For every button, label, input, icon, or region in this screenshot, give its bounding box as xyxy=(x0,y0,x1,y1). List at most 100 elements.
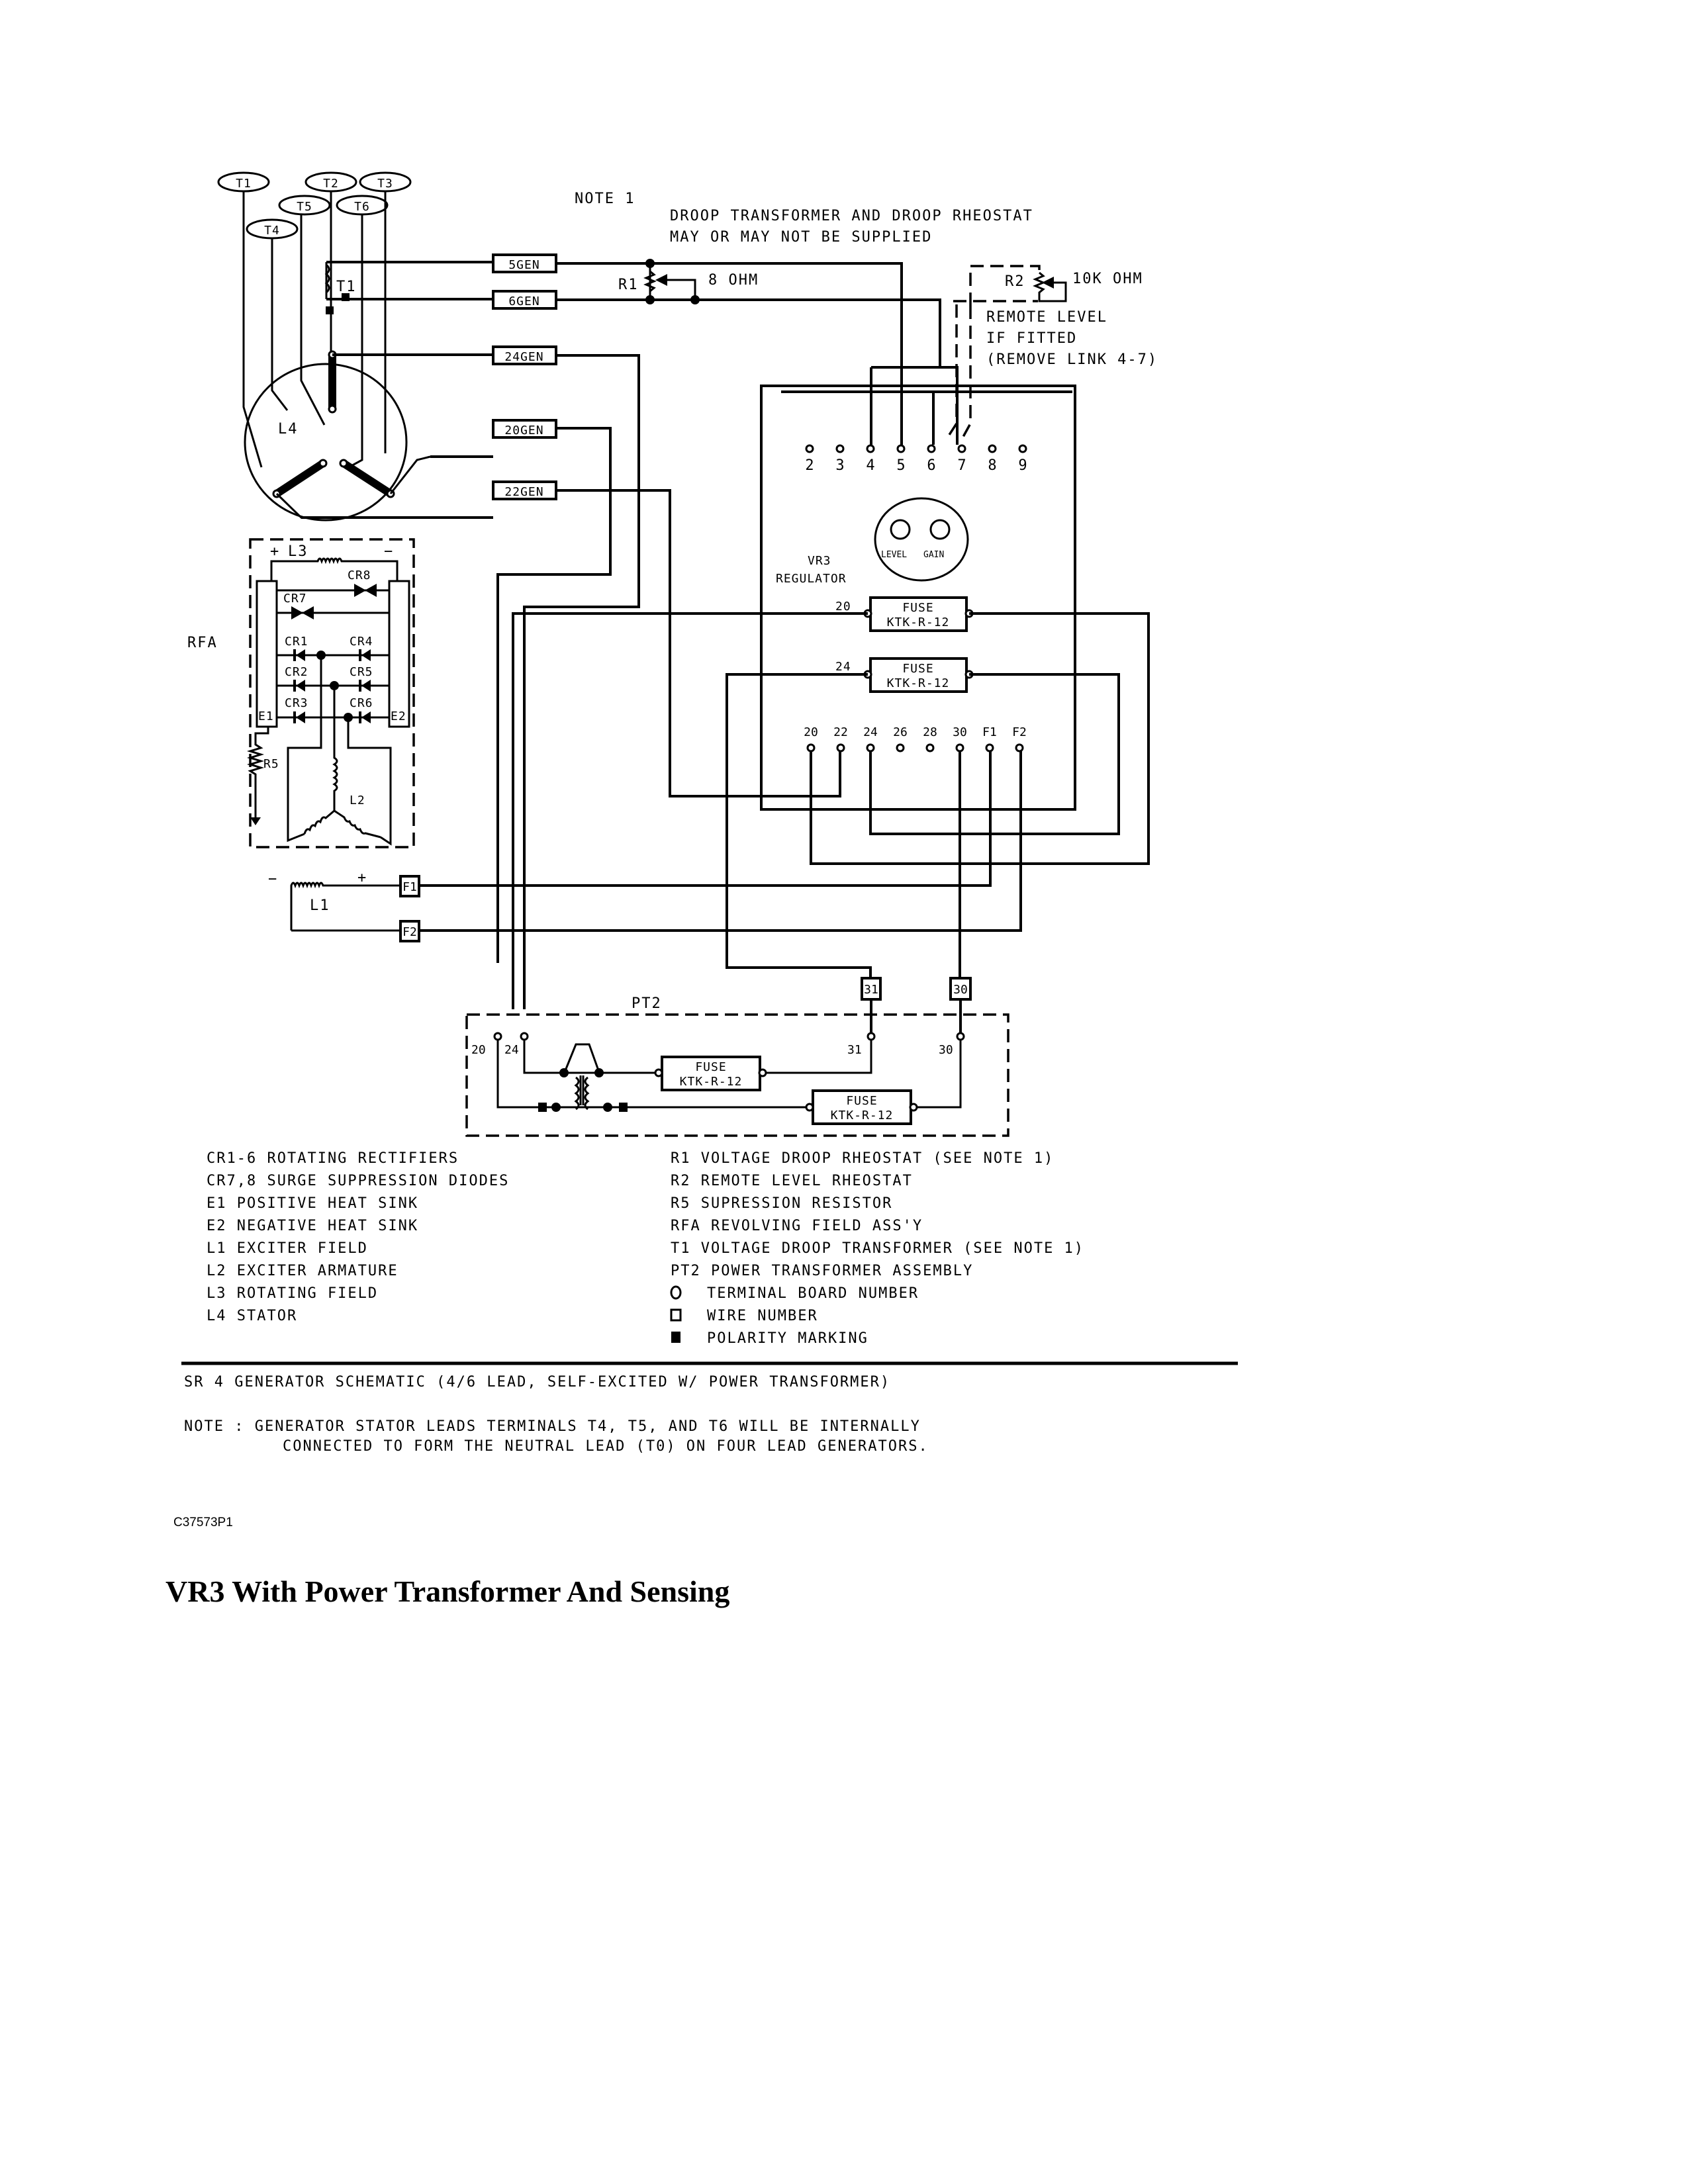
vr3-name-line2: REGULATOR xyxy=(776,572,847,586)
legend-left-item: CR7,8 SURGE SUPPRESSION DIODES xyxy=(207,1173,509,1189)
r2-note-line2: IF FITTED xyxy=(986,330,1077,347)
pt2-label-30: 30 xyxy=(939,1043,953,1057)
legend-left-item: CR1-6 ROTATING RECTIFIERS xyxy=(207,1150,459,1167)
r1-value: 8 OHM xyxy=(708,272,759,289)
pt2-label: PT2 xyxy=(632,995,662,1012)
fuse-label: FUSE xyxy=(902,662,933,676)
legend-right-item: TERMINAL BOARD NUMBER xyxy=(707,1285,919,1302)
lead-t2-label: T2 xyxy=(323,177,339,191)
wire-f1: F1 xyxy=(399,875,420,897)
l3-label: L3 xyxy=(288,543,308,560)
rfa-dashed-box xyxy=(249,538,415,848)
pt2-label-31: 31 xyxy=(847,1043,862,1057)
wire-6gen-label: 6GEN xyxy=(508,295,539,308)
vr3-terminal-22 xyxy=(836,743,845,752)
legend-right-item: PT2 POWER TRANSFORMER ASSEMBLY xyxy=(671,1263,973,1279)
vr3-box xyxy=(760,385,1076,811)
vr3-terminal-28 xyxy=(925,743,935,752)
terminal-circle-icon xyxy=(670,1285,682,1300)
legend-right-item: T1 VOLTAGE DROOP TRANSFORMER (SEE NOTE 1… xyxy=(671,1240,1084,1257)
page-title: VR3 With Power Transformer And Sensing xyxy=(165,1574,730,1608)
wire-31-label: 31 xyxy=(864,983,878,997)
vr3-name-line1: VR3 xyxy=(808,554,831,568)
wire-22gen: 22GEN xyxy=(492,480,557,500)
vr3-terminal-7 xyxy=(957,444,966,453)
rfa-label: RFA xyxy=(187,635,218,651)
vr3-terminal-30 xyxy=(955,743,964,752)
lead-t6-label: T6 xyxy=(354,200,370,214)
pt2-terminal-31 xyxy=(867,1032,876,1041)
vr3-terminal-24 xyxy=(866,743,875,752)
wire-6gen: 6GEN xyxy=(492,290,557,310)
pt2-terminal-24 xyxy=(520,1032,529,1041)
stator-label: L4 xyxy=(278,421,299,437)
wire-24gen-label: 24GEN xyxy=(504,350,543,364)
r5-label: R5 xyxy=(263,757,279,771)
level-gain-pot xyxy=(874,497,969,582)
legend-right-item: POLARITY MARKING xyxy=(707,1330,868,1347)
t1-label: T1 xyxy=(336,279,357,295)
level-pot-knob[interactable] xyxy=(890,519,911,540)
legend-left-item: L2 EXCITER ARMATURE xyxy=(207,1263,399,1279)
vr3-terminal-f2 xyxy=(1015,743,1024,752)
wire-20gen: 20GEN xyxy=(492,419,557,439)
wire-5gen-label: 5GEN xyxy=(508,258,539,272)
legend-right-item: R5 SUPRESSION RESISTOR xyxy=(671,1195,892,1212)
vr3-terminal-label: 26 xyxy=(893,725,908,739)
pt2-label-24: 24 xyxy=(504,1043,519,1057)
wire-30: 30 xyxy=(949,977,972,1001)
vr3-terminal-f1 xyxy=(985,743,994,752)
vr3-terminal-6 xyxy=(927,444,936,453)
vr3-terminal-label: 2 xyxy=(805,457,814,474)
r1-label: R1 xyxy=(618,277,639,293)
vr3-terminal-label: 28 xyxy=(923,725,937,739)
pot-gain-label: GAIN xyxy=(923,550,944,560)
wire-5gen: 5GEN xyxy=(492,253,557,273)
r2-label: R2 xyxy=(1005,273,1025,290)
vr3-terminal-8 xyxy=(988,444,997,453)
vr3-terminal-label: 9 xyxy=(1018,457,1027,474)
vr3-terminal-label: 4 xyxy=(866,457,874,474)
fuse-rating: KTK-R-12 xyxy=(887,676,950,690)
wire-22gen-label: 22GEN xyxy=(504,485,543,499)
vr3-fuse-20: FUSE KTK-R-12 20 xyxy=(835,596,974,632)
cr2-label: CR2 xyxy=(285,665,308,679)
vr3-terminal-label: 7 xyxy=(957,457,966,474)
lead-t1-label: T1 xyxy=(236,177,252,191)
vr3-fuse-24: FUSE KTK-R-12 24 xyxy=(835,657,974,693)
vr3-terminal-label: F2 xyxy=(1012,725,1027,739)
r2-value: 10K OHM xyxy=(1072,271,1143,287)
wire-number-square-icon xyxy=(670,1308,682,1322)
vr3-terminal-label: 3 xyxy=(835,457,844,474)
vr3-terminal-label: 22 xyxy=(833,725,848,739)
fuse-rating: KTK-R-12 xyxy=(680,1075,743,1089)
r2-note-line1: REMOTE LEVEL xyxy=(986,309,1107,326)
fuse-rating: KTK-R-12 xyxy=(887,615,950,629)
wire-30-label: 30 xyxy=(953,983,968,997)
wire-24gen: 24GEN xyxy=(492,345,557,365)
polarity-filled-square-icon xyxy=(671,1332,680,1343)
legend-right-item: RFA REVOLVING FIELD ASS'Y xyxy=(671,1218,923,1234)
pt2-terminal-30 xyxy=(956,1032,965,1041)
fuse-rating: KTK-R-12 xyxy=(831,1109,894,1122)
lead-t5-label: T5 xyxy=(297,200,312,214)
rfa-assembly: RFA + L3 − E1 E2 CR8 CR7 CR1 CR4 CR2 CR5 xyxy=(187,538,415,848)
r2-note-line3: (REMOVE LINK 4-7) xyxy=(986,351,1158,368)
lead-t3: T3 xyxy=(359,171,412,193)
gain-pot-knob[interactable] xyxy=(929,519,951,540)
l1-minus: − xyxy=(268,871,278,887)
note-line2: CONNECTED TO FORM THE NEUTRAL LEAD (T0) … xyxy=(283,1438,929,1455)
vr3-terminal-label: 8 xyxy=(988,457,996,474)
note1-line1: DROOP TRANSFORMER AND DROOP RHEOSTAT xyxy=(670,208,1033,224)
e1-heat-sink xyxy=(256,580,278,728)
generator-schematic: T1 T2 T3 T5 T6 T4 L4 xyxy=(181,171,1238,1455)
cr1-label: CR1 xyxy=(285,635,308,649)
pt2-dashed-box xyxy=(465,1013,1009,1137)
l1-label: L1 xyxy=(310,897,330,914)
cr3-label: CR3 xyxy=(285,696,308,710)
vr3-terminal-4 xyxy=(866,444,875,453)
vr3-terminal-2 xyxy=(805,444,814,453)
pot-level-label: LEVEL xyxy=(881,550,907,560)
l2-label: L2 xyxy=(350,794,365,807)
pt2-fuse-b: FUSE KTK-R-12 xyxy=(805,1089,918,1125)
